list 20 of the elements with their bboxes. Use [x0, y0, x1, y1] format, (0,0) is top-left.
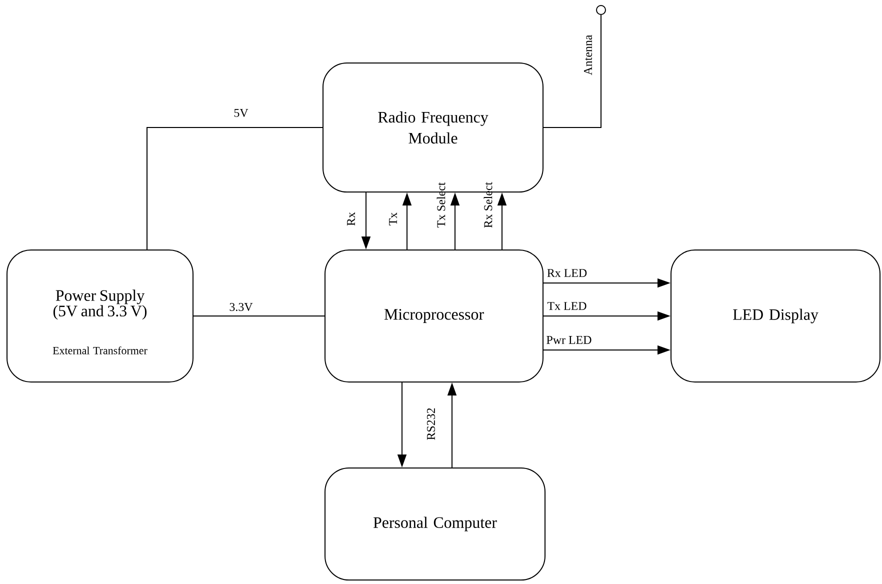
edge-label: 5V	[234, 109, 248, 117]
node-label: External Transformer	[52, 346, 148, 354]
edge-label: RS232	[426, 408, 436, 440]
edge-label: Rx Select	[484, 182, 492, 228]
connector	[543, 14, 602, 128]
edge-label: Rx LED	[547, 269, 587, 277]
antenna-circle	[596, 5, 606, 15]
edge-label: Pwr LED	[546, 336, 592, 344]
edge-label: Antenna	[584, 34, 592, 76]
node-label: Power Supply (5V and 3.3 V)	[53, 290, 147, 320]
rounded-box: LED Display	[670, 250, 880, 382]
edge-label: 3.3V	[230, 302, 253, 312]
rounded-box	[6, 250, 194, 382]
edge-label: Tx LED	[547, 302, 586, 310]
rounded-box: Personal Computer	[324, 468, 546, 580]
edge-label: Tx Select	[436, 182, 446, 228]
edge-label: Rx	[347, 212, 355, 226]
rounded-box: Microprocessor	[324, 250, 544, 382]
connector	[146, 127, 323, 250]
edge-label: Tx	[389, 212, 397, 226]
